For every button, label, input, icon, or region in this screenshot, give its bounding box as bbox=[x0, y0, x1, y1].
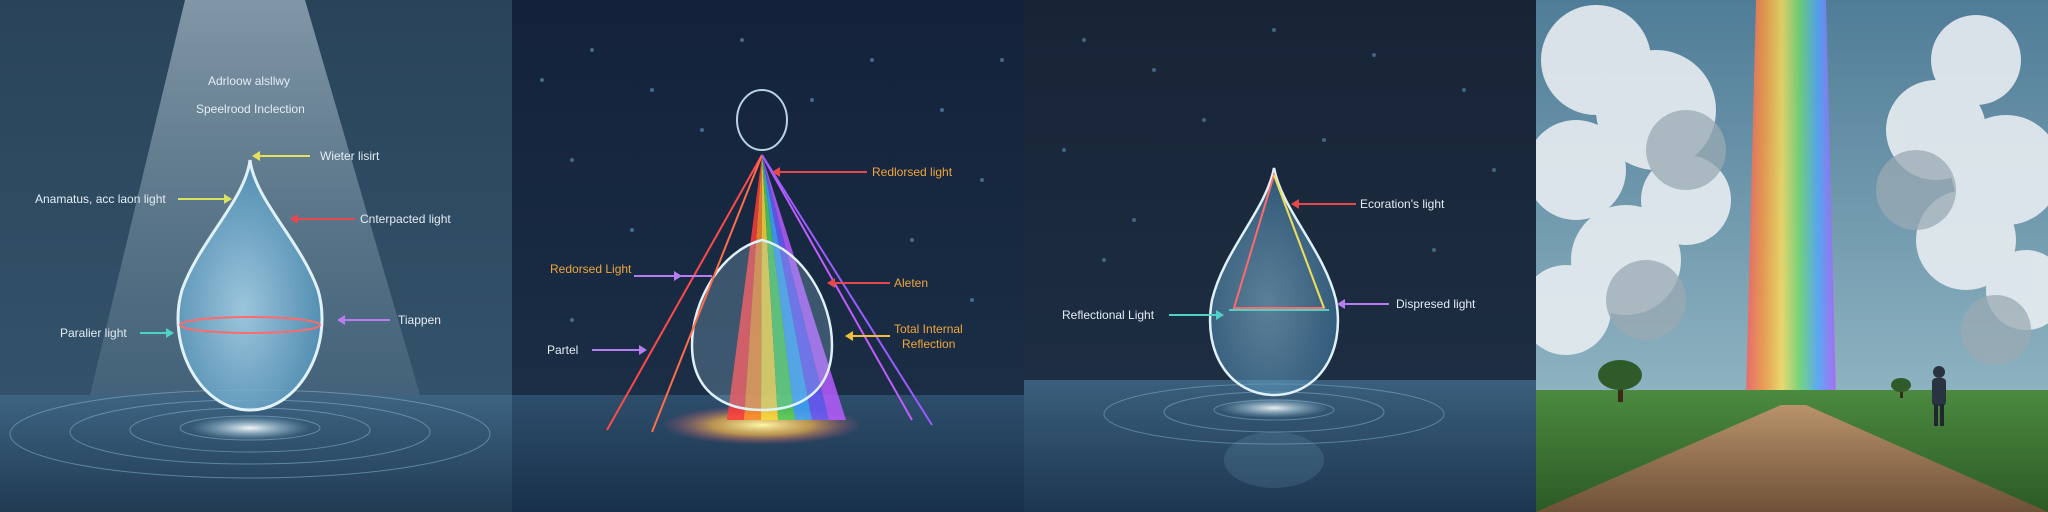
spectrum-fan bbox=[727, 155, 846, 420]
label-right-mid: Aleten bbox=[894, 276, 929, 290]
panel1-arrows bbox=[140, 151, 390, 338]
label-right-upper: Cnterpacted light bbox=[360, 212, 451, 226]
label-top-right: Wieter lisirt bbox=[320, 149, 380, 163]
label-left-low: Partel bbox=[547, 343, 579, 357]
label-left: Anamatus, acc laon light bbox=[35, 192, 166, 206]
rainbow-beam bbox=[1746, 0, 1836, 400]
panel3-graphic bbox=[1024, 0, 1536, 512]
panel-drop-spotlight: Adrloow alsllwy Speelrood Inclection Wie… bbox=[0, 0, 512, 512]
drop-mirror bbox=[1224, 432, 1324, 488]
rain-drops bbox=[1062, 28, 1496, 262]
panel1-graphic bbox=[0, 0, 512, 512]
panel1-title-line2: Speelrood Inclection bbox=[196, 102, 305, 116]
panel2-rays bbox=[606, 154, 933, 433]
clouds bbox=[1536, 5, 2048, 355]
panel-rainbow-landscape bbox=[1536, 0, 2048, 512]
label-bottom-right: Tiappen bbox=[398, 313, 441, 327]
label-right: Dispresed light bbox=[1396, 297, 1476, 311]
dirt-road bbox=[1536, 405, 2048, 512]
panel3-arrows bbox=[1169, 199, 1389, 320]
panel-rainbow-dispersion: Redlorsed light Redorsed Light Aleten To… bbox=[512, 0, 1024, 512]
panel2-arrows bbox=[592, 167, 890, 355]
internal-rays bbox=[1229, 171, 1329, 311]
tree bbox=[1598, 360, 1642, 402]
label-top-right: Ecoration's light bbox=[1360, 197, 1445, 211]
label-right-low-line2: Reflection bbox=[902, 337, 956, 351]
water-surface bbox=[0, 395, 512, 512]
panel1-title-line1: Adrloow alsllwy bbox=[208, 74, 291, 88]
drop-inner-ray bbox=[179, 316, 321, 334]
label-right-low-line1: Total Internal bbox=[894, 322, 963, 336]
cloud-shadows bbox=[1606, 110, 2031, 365]
label-left-mid: Redorsed Light bbox=[550, 262, 632, 276]
drop-loop bbox=[736, 89, 788, 151]
drop-reflection-glow bbox=[1219, 398, 1329, 418]
label-left: Reflectional Light bbox=[1062, 308, 1155, 322]
drop-reflection-glow bbox=[190, 416, 310, 440]
panel-reflection: Ecoration's light Reflectional Light Dis… bbox=[1024, 0, 1536, 512]
small-tree bbox=[1891, 378, 1911, 398]
rain-drops bbox=[540, 38, 1004, 322]
water-drop bbox=[176, 159, 324, 412]
water-drop bbox=[1208, 167, 1340, 397]
label-top-right: Redlorsed light bbox=[872, 165, 953, 179]
panel2-graphic bbox=[512, 0, 1024, 512]
prism-drop bbox=[690, 238, 834, 412]
label-bottom-left: Paralier light bbox=[60, 326, 127, 340]
person-silhouette bbox=[1932, 366, 1946, 426]
panel4-graphic bbox=[1536, 0, 2048, 512]
